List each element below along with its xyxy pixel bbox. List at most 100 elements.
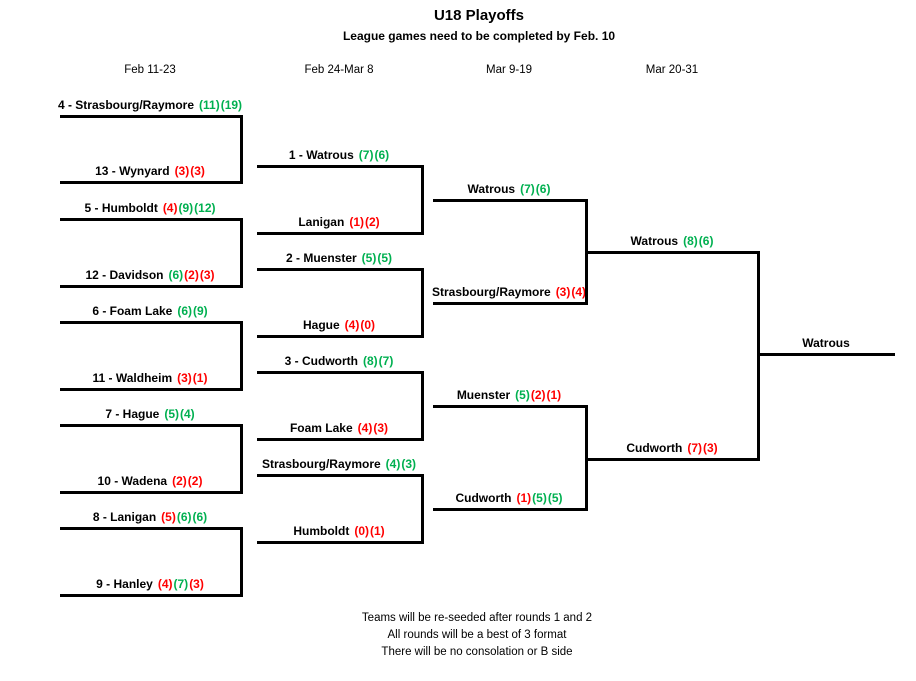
team-name: 3 - Cudworth <box>284 354 358 368</box>
bracket-slot-line <box>257 541 424 544</box>
game-score: (3) <box>373 421 389 435</box>
game-score: (4) <box>385 457 401 471</box>
game-score: (6) <box>698 234 714 248</box>
game-score: (8) <box>362 354 378 368</box>
bracket-slot-line <box>60 115 243 118</box>
bracket-slot-line <box>257 474 424 477</box>
game-score: (0) <box>354 524 369 538</box>
bracket-slot-label: Muenster(5)(2)(1) <box>433 388 585 403</box>
game-score: (3) <box>174 164 190 178</box>
game-score: (9) <box>193 304 208 318</box>
bracket-slot-line <box>60 491 243 494</box>
bracket-connector <box>240 424 243 494</box>
bracket-slot-line <box>433 405 588 408</box>
bracket-slot-label: 2 - Muenster(5)(5) <box>257 251 421 266</box>
game-score: (6) <box>177 304 193 318</box>
bracket-slot-line <box>60 527 243 530</box>
team-name: 12 - Davidson <box>85 268 164 282</box>
game-score: (4) <box>357 421 373 435</box>
bracket-slot-label: 3 - Cudworth (8)(7) <box>257 354 421 369</box>
game-score: (1) <box>192 371 208 385</box>
bracket-connector <box>585 199 588 305</box>
game-score: (12) <box>194 201 216 215</box>
bracket-connector <box>240 321 243 391</box>
bracket-slot-line <box>257 232 424 235</box>
bracket-slot-line <box>257 335 424 338</box>
bracket-slot-line <box>433 508 588 511</box>
bracket-slot-line <box>587 251 760 254</box>
game-score: (6) <box>168 268 184 282</box>
game-score: (5) <box>532 491 547 505</box>
bracket-connector <box>421 165 424 235</box>
game-score: (5) <box>164 407 179 421</box>
game-score: (3) <box>555 285 571 299</box>
game-score: (6) <box>176 510 192 524</box>
bracket-connector <box>421 474 424 544</box>
bracket-slot-line <box>60 218 243 221</box>
round-header-3: Mar 9-19 <box>485 64 533 76</box>
team-name: 7 - Hague <box>105 407 160 421</box>
game-score: (7) <box>358 148 374 162</box>
footer-notes: Teams will be re-seeded after rounds 1 a… <box>362 610 592 661</box>
team-name: 10 - Wadena <box>97 474 168 488</box>
bracket-slot-label: Strasbourg/Raymore(3)(4) <box>431 285 586 300</box>
bracket-slot-label: Watrous <box>757 336 895 351</box>
page-title: U18 Playoffs <box>433 7 525 24</box>
bracket-slot-line <box>257 165 424 168</box>
team-name: 5 - Humboldt <box>84 201 158 215</box>
game-score: (4) <box>344 318 360 332</box>
bracket-slot-label: 4 - Strasbourg/Raymore(11)(19) <box>58 98 243 113</box>
bracket-slot-line <box>257 438 424 441</box>
team-name: Hague <box>302 318 340 332</box>
bracket-slot-label: Watrous(8)(6) <box>587 234 757 249</box>
game-score: (6) <box>192 510 208 524</box>
bracket-slot-label: 12 - Davidson(6)(2)(3) <box>60 268 240 283</box>
round-header-2: Feb 24-Mar 8 <box>304 64 374 76</box>
game-score: (5) <box>547 491 563 505</box>
bracket-slot-line <box>587 458 760 461</box>
bracket-slot-line <box>60 285 243 288</box>
team-name: Strasbourg/Raymore <box>431 285 551 299</box>
game-score: (1) <box>370 524 385 538</box>
bracket-slot-label: 13 - Wynyard(3)(3) <box>60 164 240 179</box>
team-name: Watrous <box>802 336 850 350</box>
team-name: 11 - Waldheim <box>92 371 173 385</box>
team-name: Lanigan <box>298 215 345 229</box>
game-score: (3) <box>190 164 205 178</box>
game-score: (7) <box>378 354 394 368</box>
bracket-slot-line <box>757 353 895 356</box>
game-score: (6) <box>535 182 551 196</box>
game-score: (3) <box>177 371 192 385</box>
game-score: (2) <box>172 474 187 488</box>
game-score: (2) <box>184 268 199 282</box>
bracket-slot-line <box>60 424 243 427</box>
game-score: (19) <box>220 98 243 112</box>
footer-note-1: Teams will be re-seeded after rounds 1 a… <box>361 612 593 624</box>
bracket-slot-label: Foam Lake(4)(3) <box>257 421 421 436</box>
game-score: (1) <box>516 491 532 505</box>
round-header-4: Mar 20-31 <box>645 64 699 76</box>
team-name: Strasbourg/Raymore <box>261 457 381 471</box>
game-score: (2) <box>187 474 203 488</box>
bracket-connector <box>240 218 243 288</box>
game-score: (5) <box>161 510 176 524</box>
bracket-slot-line <box>257 371 424 374</box>
game-score: (5) <box>361 251 377 265</box>
bracket-slot-label: 9 - Hanley(4)(7)(3) <box>60 577 240 592</box>
bracket-slot-line <box>60 181 243 184</box>
game-score: (4) <box>162 201 178 215</box>
game-score: (3) <box>401 457 417 471</box>
team-name: Cudworth <box>455 491 512 505</box>
team-name: Watrous <box>467 182 516 196</box>
bracket-slot-line <box>433 199 588 202</box>
team-name: 8 - Lanigan <box>92 510 157 524</box>
game-score: (1) <box>349 215 364 229</box>
bracket-connector <box>421 268 424 338</box>
team-name: Cudworth <box>626 441 683 455</box>
game-score: (9) <box>178 201 194 215</box>
game-score: (4) <box>180 407 195 421</box>
bracket-slot-label: Hague(4)(0) <box>257 318 421 333</box>
game-score: (11) <box>199 98 220 112</box>
bracket-slot-label: Humboldt(0)(1) <box>257 524 421 539</box>
